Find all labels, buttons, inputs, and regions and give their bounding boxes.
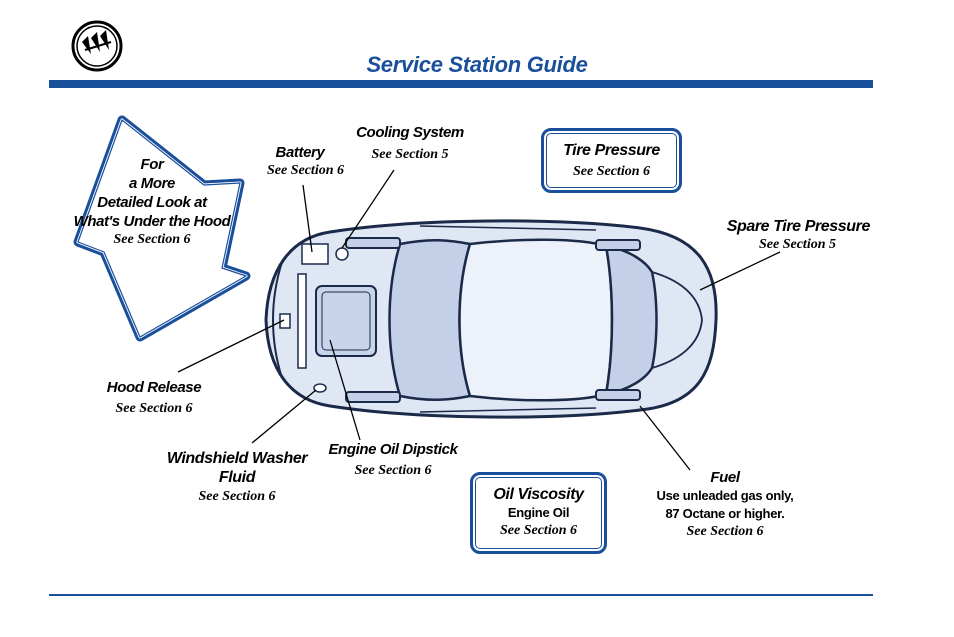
battery-callout: Battery See Section 6 — [267, 144, 344, 178]
tri-shield-logo-icon — [71, 20, 123, 72]
leader-fuel — [639, 405, 691, 471]
oil-viscosity-box: Oil Viscosity Engine Oil See Section 6 — [470, 472, 607, 554]
leader-cooling — [341, 169, 395, 249]
leader-spare — [699, 251, 781, 291]
leader-washer — [251, 389, 317, 444]
engine-oil-dipstick-callout: Engine Oil Dipstick See Section 6 — [328, 441, 458, 478]
leader-dipstick — [329, 339, 361, 441]
spare-tire-pressure-callout: Spare Tire Pressure See Section 5 — [726, 218, 871, 252]
battery-part — [301, 243, 329, 265]
fuel-callout: Fuel Use unleaded gas only, 87 Octane or… — [656, 469, 794, 539]
tire-pressure-box: Tire Pressure See Section 6 — [541, 128, 682, 193]
detail-arrow-callout: For a More Detailed Look at What's Under… — [73, 156, 231, 247]
car-windshield — [388, 238, 472, 402]
washer-cap — [313, 383, 327, 393]
car-roof — [458, 238, 614, 402]
footer-rule — [49, 594, 873, 596]
engine-block — [315, 285, 377, 357]
washer-fluid-callout: Windshield Washer Fluid See Section 6 — [166, 450, 308, 504]
page-title: Service Station Guide — [366, 52, 588, 77]
leader-battery — [302, 184, 313, 253]
leader-hood — [177, 319, 285, 373]
header-rule — [49, 80, 873, 88]
hood-release-callout: Hood Release See Section 6 — [106, 379, 202, 416]
cooling-system-callout: Cooling System See Section 5 — [356, 124, 464, 162]
coolant-cap — [335, 247, 349, 261]
